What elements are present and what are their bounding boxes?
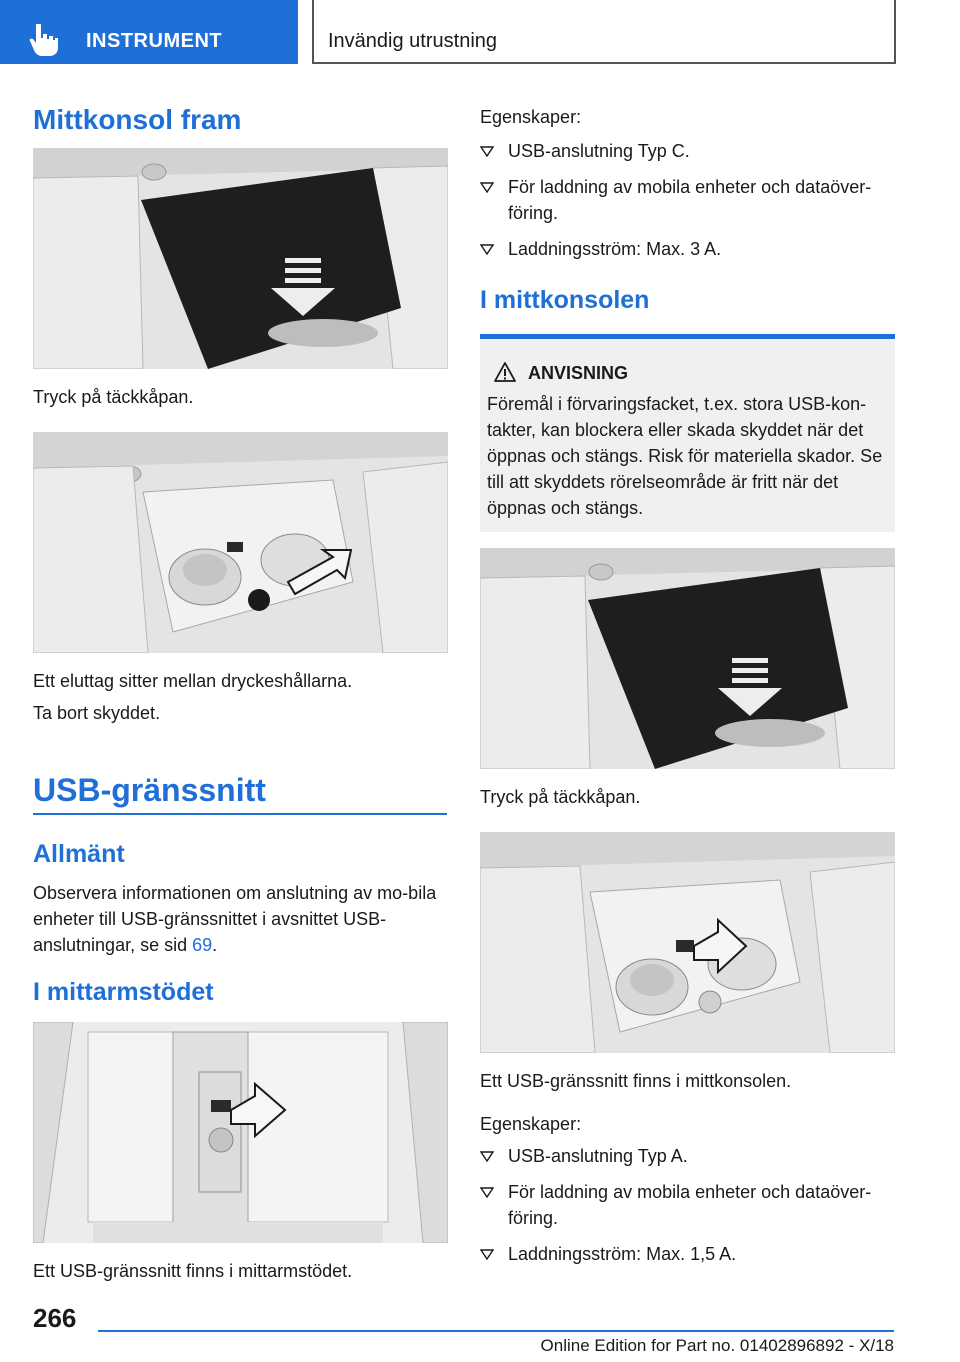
triangle-bullet-icon — [480, 1249, 494, 1261]
section-title: Invändig utrustning — [328, 30, 498, 52]
triangle-bullet-icon — [480, 244, 494, 256]
notice-box: ANVISNING Föremål i förvaringsfacket, t.… — [480, 334, 895, 532]
section-header: Invändig utrustning — [312, 0, 896, 64]
list-item: Laddningsström: Max. 1,5 A. — [480, 1241, 896, 1267]
photo-armrest-usb — [33, 1022, 448, 1243]
divider-usb — [33, 813, 447, 815]
heading-i-mittkonsolen: I mittkonsolen — [480, 286, 650, 314]
hand-pointer-icon — [29, 24, 58, 56]
photo-cupholders — [33, 432, 448, 653]
list-item: USB-anslutning Typ C. — [480, 138, 896, 164]
heading-mittkonsol-fram: Mittkonsol fram — [33, 104, 242, 135]
caption-outlet-between-cupholders: Ett eluttag sitter mellan dryckeshållarn… — [33, 671, 353, 691]
list-item: USB-anslutning Typ A. — [480, 1143, 896, 1169]
heading-allmant: Allmänt — [33, 840, 125, 868]
list-item: För laddning av mobila enheter och dataö… — [480, 174, 896, 226]
photo-cover-closed — [33, 148, 448, 369]
label-egenskaper-1: Egenskaper: — [480, 107, 582, 127]
caption-usb-in-armrest: Ett USB-gränssnitt finns i mittarmstödet… — [33, 1261, 353, 1281]
caption-press-cover-2: Tryck på täckkåpan. — [480, 787, 641, 807]
triangle-bullet-icon — [480, 182, 494, 194]
label-egenskaper-2: Egenskaper: — [480, 1114, 582, 1134]
notice-text: Föremål i förvaringsfacket, t.ex. stora … — [487, 394, 883, 518]
photo-usb-in-console — [480, 832, 895, 1053]
footer-divider — [98, 1330, 894, 1332]
allmant-text: Observera informationen om anslutning av… — [33, 883, 437, 955]
page-link-69[interactable]: 69 — [192, 935, 213, 955]
footer-edition: Online Edition for Part no. 01402896892 … — [540, 1336, 894, 1355]
triangle-bullet-icon — [480, 1151, 494, 1163]
caption-remove-cover: Ta bort skyddet. — [33, 703, 161, 723]
paragraph-allmant: Observera informationen om anslutning av… — [33, 883, 437, 955]
caption-usb-in-console: Ett USB-gränssnitt finns i mittkonsolen. — [480, 1071, 792, 1091]
chapter-tab[interactable]: INSTRUMENT — [0, 0, 298, 64]
triangle-bullet-icon — [480, 146, 494, 158]
properties-list-1: USB-anslutning Typ C. För laddning av mo… — [480, 138, 896, 272]
properties-list-2: USB-anslutning Typ A. För laddning av mo… — [480, 1143, 896, 1277]
list-item: Laddningsström: Max. 3 A. — [480, 236, 896, 262]
list-item: För laddning av mobila enheter och dataö… — [480, 1179, 896, 1231]
notice-title: ANVISNING — [528, 363, 629, 383]
heading-i-mittarmstodet: I mittarmstödet — [33, 978, 214, 1006]
photo-cover-closed-2 — [480, 548, 895, 769]
heading-usb-granssnitt: USB-gränssnitt — [33, 772, 266, 808]
chapter-tab-label: INSTRUMENT — [86, 30, 223, 52]
caption-press-cover: Tryck på täckkåpan. — [33, 387, 194, 407]
page-number: 266 — [33, 1303, 77, 1333]
triangle-bullet-icon — [480, 1187, 494, 1199]
warning-triangle-icon — [494, 362, 516, 382]
